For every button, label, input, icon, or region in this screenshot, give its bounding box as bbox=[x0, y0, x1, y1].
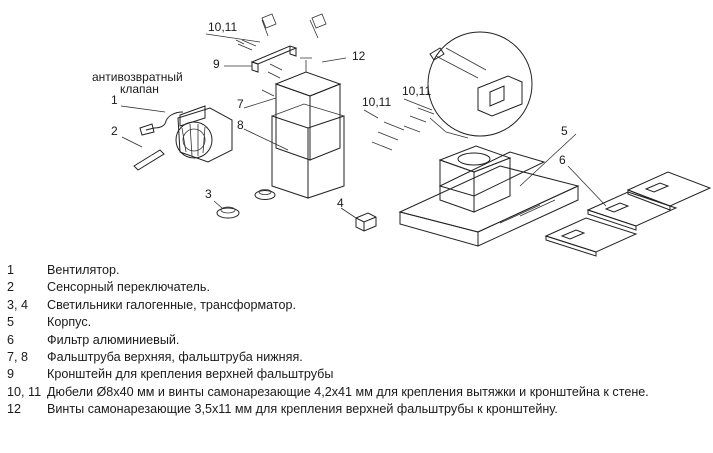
callout-7: 7 bbox=[237, 97, 244, 111]
legend-item-number: 7, 8 bbox=[7, 350, 29, 365]
legend-item: 3, 4 Светильники галогенные, трансформато… bbox=[0, 297, 713, 314]
wall-fixings-drawing bbox=[371, 107, 435, 151]
legend-item-text: Сенсорный переключатель. bbox=[47, 280, 210, 295]
callout-1: 1 bbox=[111, 93, 118, 107]
legend-item-text: Корпус. bbox=[47, 315, 92, 330]
legend-item: 12 Винты самонарезающие 3,5x11 мм для кре… bbox=[0, 401, 713, 418]
legend-item-text: Фальштруба верхняя, фальштруба нижняя. bbox=[47, 350, 303, 365]
callout-10-11-left: 10,11 bbox=[362, 95, 391, 109]
legend-item-number: 12 bbox=[7, 402, 22, 417]
legend-item-number: 6 bbox=[7, 332, 15, 347]
valve-label-line1: антивозвратный bbox=[92, 70, 183, 84]
callout-10-11-top: 10,11 bbox=[208, 20, 237, 34]
callout-2: 2 bbox=[111, 124, 118, 138]
legend-item-text: Фильтр алюминиевый. bbox=[47, 332, 180, 347]
legend-item-text: Вентилятор. bbox=[47, 263, 120, 277]
callout-12: 12 bbox=[352, 49, 366, 63]
legend-item: 6 Фильтр алюминиевый. bbox=[0, 332, 713, 349]
callout-6: 6 bbox=[559, 153, 566, 167]
zoom-detail-drawing bbox=[427, 31, 533, 139]
legend-item: 9 Кронштейн для крепления верхней фальштр… bbox=[0, 366, 713, 383]
chimney-drawing bbox=[271, 57, 345, 199]
callout-3: 3 bbox=[205, 187, 212, 201]
hood-body-drawing bbox=[398, 145, 580, 247]
fan-motor-drawing bbox=[139, 105, 233, 163]
legend-item-text: Дюбели Ø8x40 мм и винты самонарезающие 4… bbox=[47, 384, 649, 399]
callout-5: 5 bbox=[561, 124, 568, 138]
legend-item: 7, 8 Фальштруба верхняя, фальштруба нижня… bbox=[0, 349, 713, 366]
callout-9: 9 bbox=[213, 57, 220, 71]
valve-label-line2: клапан bbox=[120, 82, 159, 96]
parts-legend: 1 Вентилятор. 2 Сенсорный переключатель. 3, … bbox=[0, 262, 713, 419]
callout-8: 8 bbox=[237, 118, 244, 132]
legend-item: 5 Корпус. bbox=[0, 314, 713, 331]
aluminium-filters-drawing bbox=[544, 171, 712, 257]
transformer-drawing bbox=[355, 212, 377, 232]
legend-item: 10, 11 Дюбели Ø8x40 мм и винты самонареза… bbox=[0, 384, 713, 401]
legend-item-number: 9 bbox=[7, 367, 15, 382]
halogen-lamps-drawing bbox=[216, 188, 276, 219]
leader-lines bbox=[120, 33, 607, 219]
callout-10-11-right: 10,11 bbox=[402, 84, 431, 98]
legend-item-text: Кронштейн для крепления верхней фальштру… bbox=[47, 367, 334, 382]
legend-item-number: 1 bbox=[7, 263, 15, 277]
callout-4: 4 bbox=[337, 196, 344, 210]
legend-item: 2 Сенсорный переключатель. bbox=[0, 279, 713, 296]
exploded-assembly-diagram: 10,11 9 12 антивозвратный клапан 1 7 2 8… bbox=[92, 13, 712, 257]
legend-item-number: 2 bbox=[7, 280, 15, 295]
legend-item-number: 5 bbox=[7, 315, 15, 330]
chimney-bracket-drawing bbox=[235, 13, 327, 97]
legend-item-number: 3, 4 bbox=[7, 297, 29, 312]
legend-item-text: Светильники галогенные, трансформатор. bbox=[47, 297, 296, 312]
touch-switch-drawing bbox=[133, 149, 165, 171]
legend-item-text: Винты самонарезающие 3,5x11 мм для крепл… bbox=[47, 402, 558, 417]
legend-item: 1 Вентилятор. bbox=[0, 262, 713, 279]
legend-item-number: 10, 11 bbox=[7, 384, 42, 399]
